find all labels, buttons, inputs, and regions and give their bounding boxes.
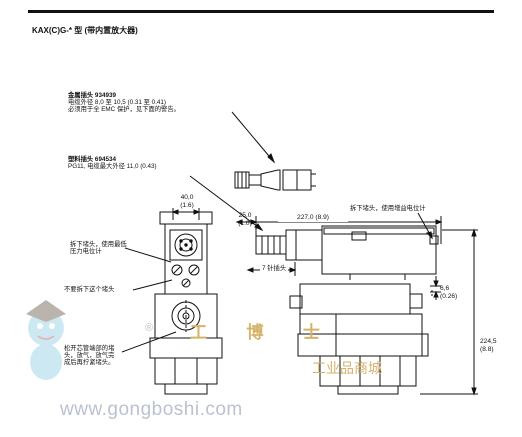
dimension-length-line (256, 216, 443, 244)
dimension-length: 227,0 (8.9) (278, 214, 348, 222)
dimension-small-inch: (0.26) (440, 292, 458, 300)
plastic-plug-drawing (255, 229, 323, 261)
watermark-registered-mark: ® (145, 322, 154, 334)
dimension-small: 6,6 (0.26) (440, 285, 470, 300)
watermark-url: www.gongboshi.com (60, 399, 243, 420)
metal-plug-line1: 电缆外径 8,0 至 10,5 (0.31 至 0.41) (68, 99, 166, 107)
dimension-width-top: 40,0 (1.6) (172, 194, 202, 209)
dimension-width-top-line (171, 208, 201, 220)
dimension-height-mm: 224,5 (480, 338, 497, 345)
dimension-offset-line (235, 216, 258, 240)
remove-plug-left-note: 拆下堵头，使用最低 压力电位计 (70, 241, 127, 255)
pin-plug-label: 7 针插头 (260, 265, 289, 273)
top-rule (28, 10, 494, 13)
dimension-height-line (420, 228, 478, 396)
watermark-mall-cn: 工业品商城 (312, 360, 382, 376)
dimension-height: 224,5 (8.8) (480, 338, 510, 353)
watermark-brand-cn: 工 博 士 (190, 323, 330, 342)
remove-plug-left-line2: 压力电位计 (70, 248, 102, 256)
dimension-width-top-mm: 40,0 (180, 194, 194, 201)
metal-plug-line2: 必须用于全 EMC 保护，见下面的警告。 (68, 106, 180, 114)
pilot-bleed-line1: 松开芯管端部的堵 (64, 345, 115, 352)
leader-arrow-metal (267, 153, 276, 164)
mascot-watermark (26, 300, 66, 380)
leader-plastic-plug (189, 175, 263, 231)
amplifier-housing-side (321, 225, 439, 280)
plastic-plug-heading: 塑料插头 694534 (68, 156, 116, 163)
metal-plug-drawing (234, 169, 316, 191)
dimension-height-inch: (8.8) (480, 345, 494, 353)
dimension-offset-mm: 25,0 (238, 212, 252, 219)
pilot-bleed-line3: 成后再拧紧堵头。 (64, 359, 115, 367)
plastic-plug-line1: PG11, 电缆最大外径 11,0 (0.43) (68, 163, 157, 171)
dimension-small-line (430, 276, 441, 300)
dimension-offset-inch: (1.0) (238, 219, 252, 227)
valve-body-front (149, 293, 223, 395)
dimension-small-mm: 6,6 (440, 285, 450, 292)
remove-plug-left-line1: 拆下堵头，使用最低 (70, 241, 127, 248)
leader-do-not-remove (132, 279, 173, 291)
valve-body-side (289, 283, 433, 395)
plastic-plug-callout: 塑料插头 694534 PG11, 电缆最大外径 11,0 (0.43) (68, 156, 157, 170)
pilot-bleed-note: 松开芯管端部的堵 头，放气，放气完 成后再拧紧堵头。 (64, 345, 114, 367)
leader-bleed (121, 331, 177, 353)
leader-metal-plug (231, 111, 275, 163)
metal-plug-heading: 金属插头 934939 (68, 92, 116, 99)
remove-plug-right-note: 拆下堵头，使用增益电位计 (350, 205, 426, 212)
page-title: KAX(C)G-* 型 (带内置放大器) (32, 26, 138, 35)
do-not-remove-note: 不要拆下这个堵头 (64, 286, 115, 293)
pilot-bleed-line2: 头，放气，放气完 (64, 352, 115, 360)
dimension-offset: 25,0 (1.0) (232, 212, 258, 227)
dimension-width-top-inch: (1.6) (180, 201, 194, 209)
amplifier-connector-front (159, 211, 213, 295)
leader-min-pot (124, 247, 172, 263)
metal-plug-callout: 金属插头 934939 电缆外径 8,0 至 10,5 (0.31 至 0.41… (68, 92, 180, 114)
